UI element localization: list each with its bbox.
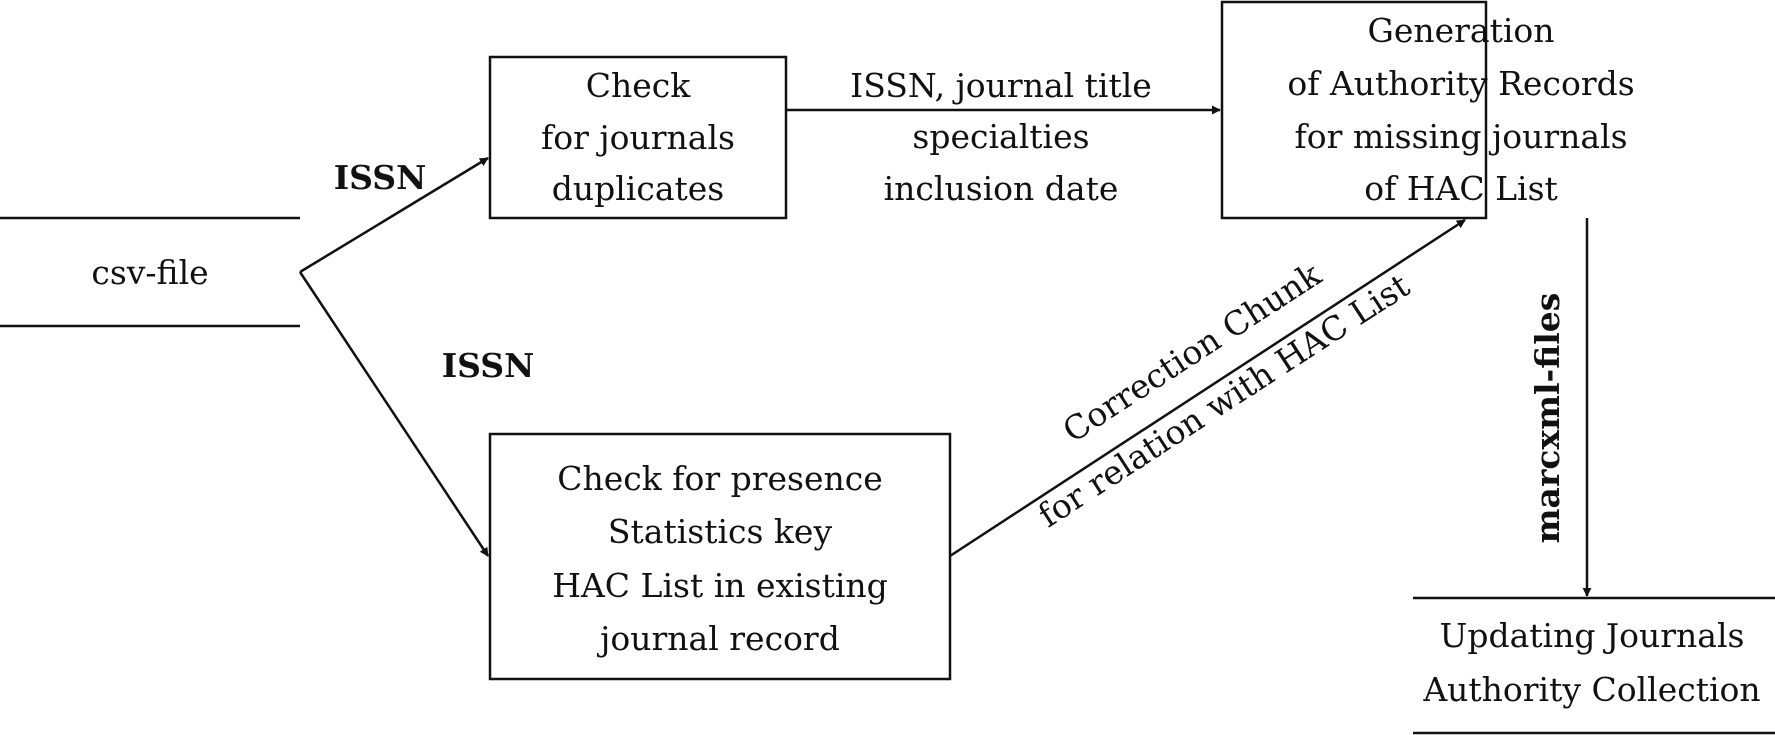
flow-label-marcxml-files: marcxml-files — [1528, 293, 1567, 544]
flow-label-duplicates-line-3: inclusion date — [884, 169, 1119, 208]
check-presence-process: Check for presence Statistics key HAC Li… — [488, 432, 952, 681]
check-duplicates-line-2: for journals — [541, 118, 735, 157]
check-presence-line-2: Statistics key — [608, 512, 833, 551]
check-duplicates-line-3: duplicates — [552, 169, 725, 208]
check-presence-line-4: journal record — [596, 619, 840, 658]
generation-process: Generation of Authority Records for miss… — [1220, 0, 1635, 220]
flow-label-issn-bottom: ISSN — [442, 346, 535, 385]
flow-arrow-csv-to-duplicates — [299, 156, 489, 274]
generation-line-1: Generation — [1367, 11, 1554, 50]
check-presence-box — [488, 432, 952, 681]
collection-line-1: Updating Journals — [1440, 616, 1745, 655]
check-presence-line-1: Check for presence — [557, 459, 883, 498]
check-presence-line-3: HAC List in existing — [552, 566, 888, 605]
generation-line-3: for missing journals — [1294, 117, 1627, 156]
csv-file-store: csv-file — [0, 216, 300, 328]
check-duplicates-line-1: Check — [586, 66, 692, 105]
flow-arrow-csv-to-presence — [298, 271, 490, 557]
generation-box — [1220, 0, 1488, 220]
generation-line-2: of Authority Records — [1287, 64, 1634, 103]
flow-arrow-presence-to-generation — [949, 218, 1466, 558]
flow-label-duplicates-line-2: specialties — [912, 117, 1089, 156]
check-duplicates-process: Check for journals duplicates — [488, 55, 788, 220]
flow-label-issn-top: ISSN — [334, 158, 427, 197]
collection-line-2: Authority Collection — [1422, 670, 1760, 709]
generation-line-4: of HAC List — [1364, 169, 1558, 208]
check-duplicates-box — [488, 55, 788, 220]
authority-collection-store: Updating Journals Authority Collection — [1413, 596, 1775, 735]
csv-file-label: csv-file — [91, 253, 208, 292]
flow-label-duplicates-line-1: ISSN, journal title — [850, 66, 1152, 105]
